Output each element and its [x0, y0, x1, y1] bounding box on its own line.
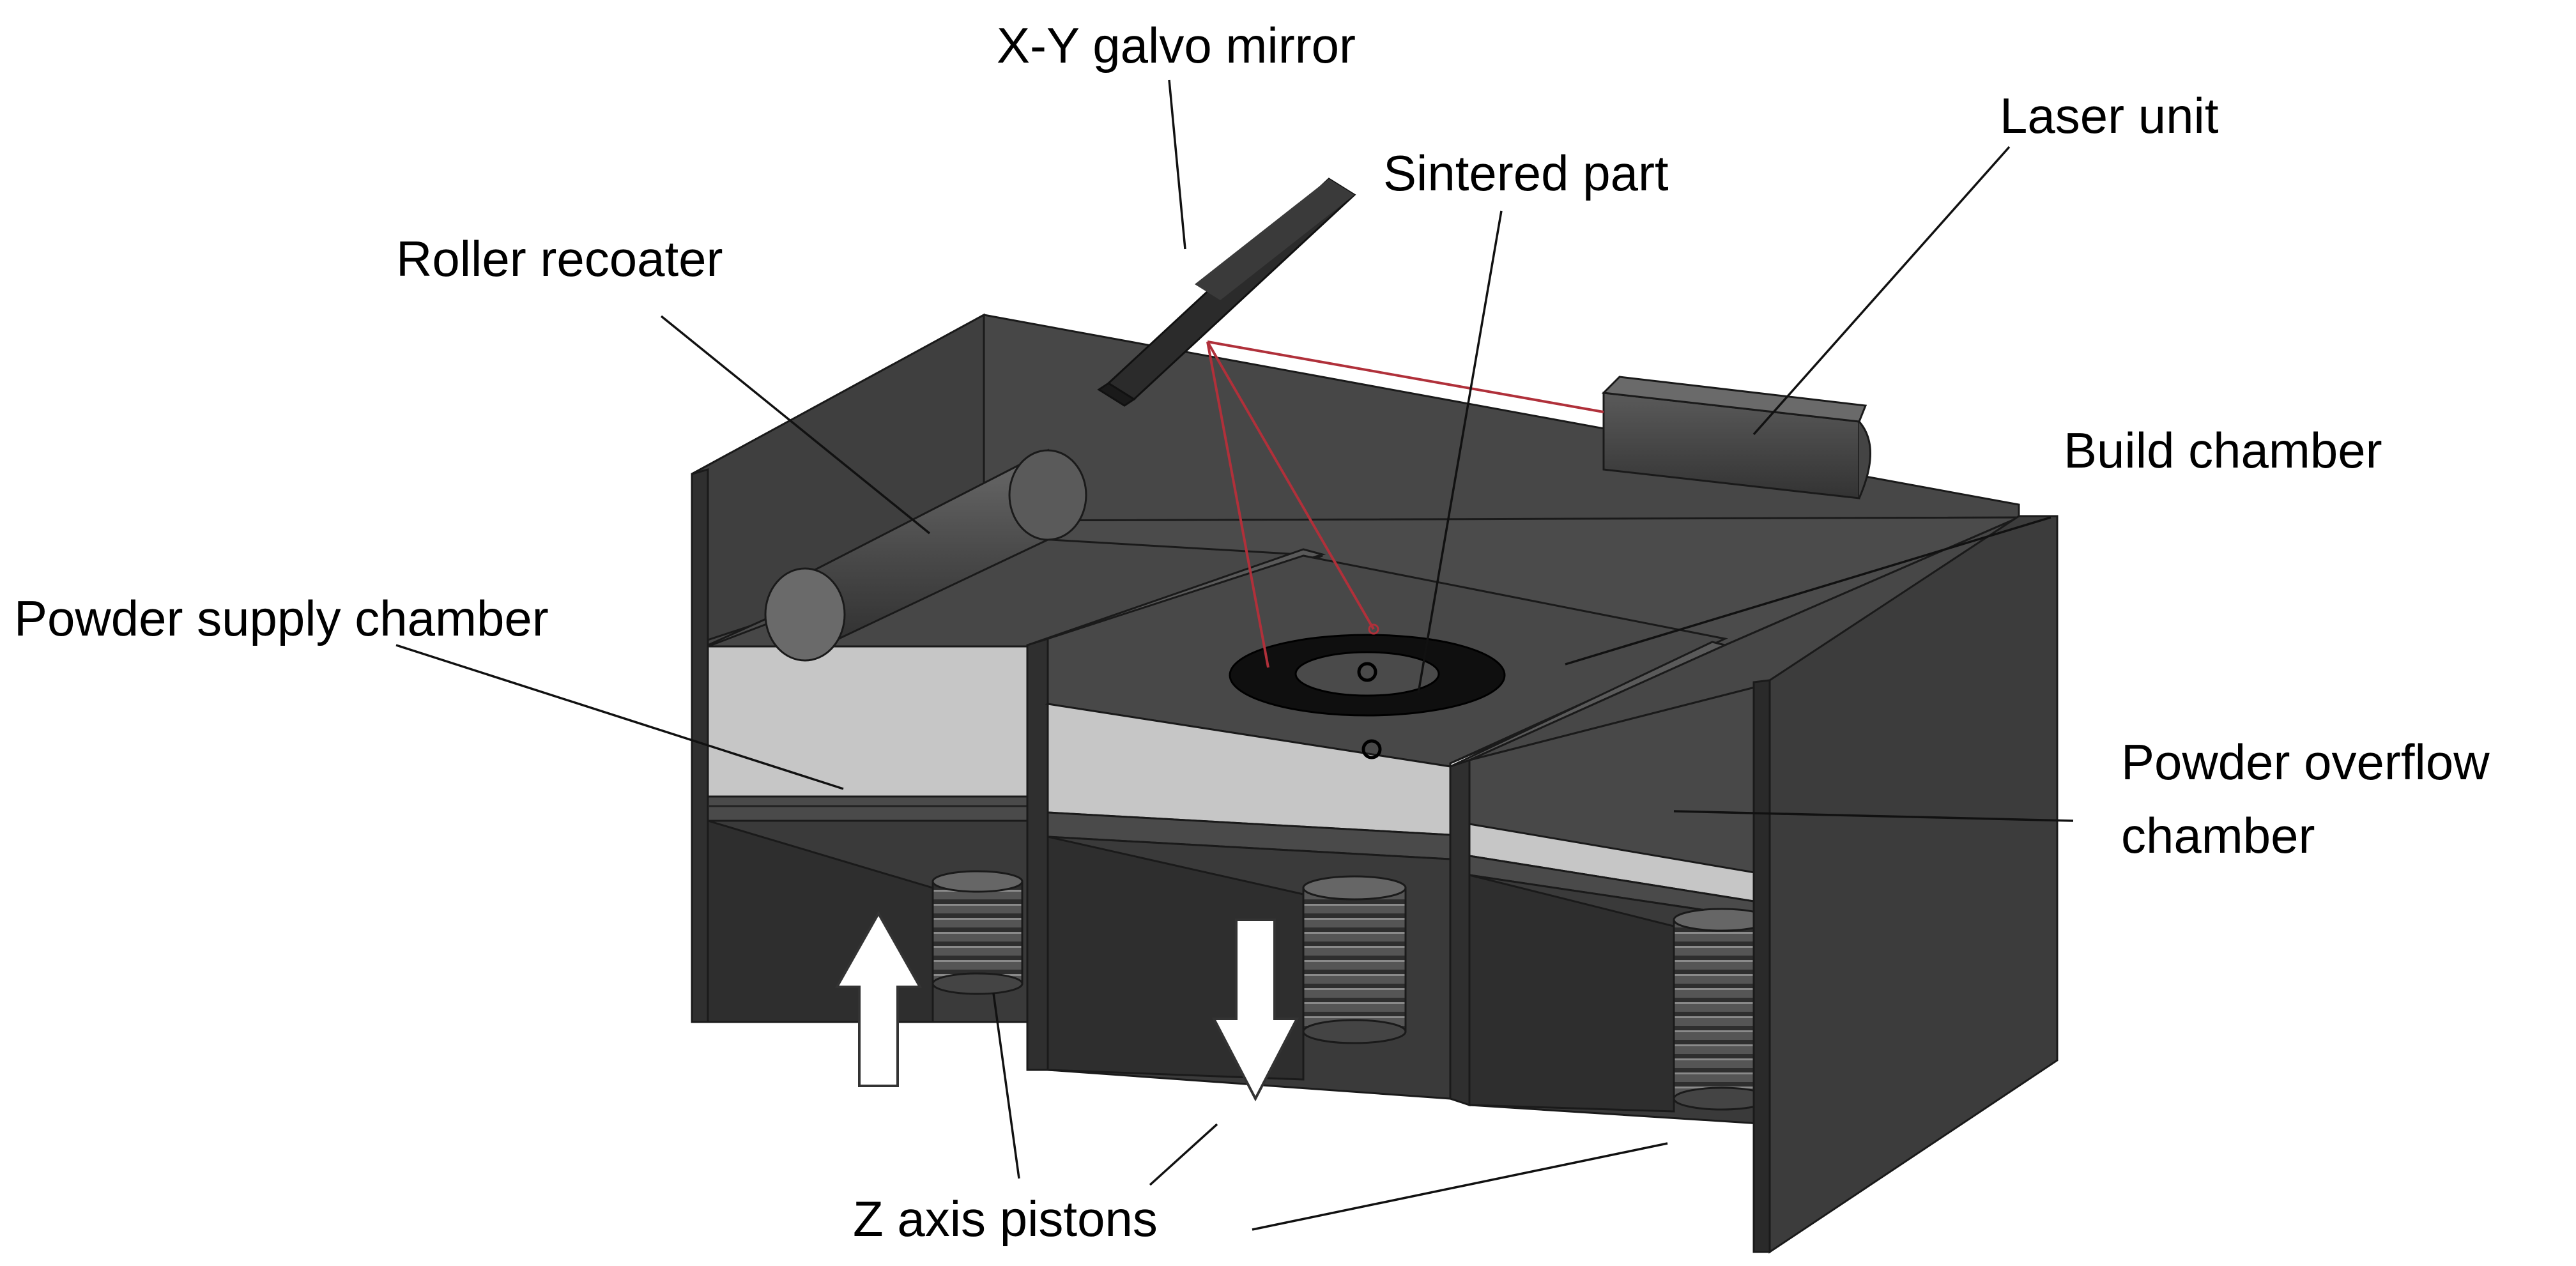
leader-laser-unit: [1752, 146, 2011, 436]
machine-body: [691, 313, 2058, 1254]
leader-galvo-mirror: [1168, 79, 1186, 250]
leader-sintered-part: [1417, 210, 1503, 694]
labels: X-Y galvo mirror Laser unit Sintered par…: [14, 17, 2490, 1247]
build-spring: [1302, 887, 1407, 1033]
sintered-part: [1229, 634, 1506, 759]
label-build-chamber: Build chamber: [2064, 422, 2382, 478]
powder-supply-chamber: [707, 535, 1323, 1023]
arrow-up-outline-icon: [834, 910, 923, 1087]
leader-roller-recoater: [660, 315, 931, 535]
overflow-lower-floor: [1468, 874, 1675, 1113]
build-chamber: [1045, 554, 1728, 1100]
label-powder-overflow-chamber-line2: chamber: [2121, 807, 2315, 864]
supply-spring: [931, 880, 1023, 985]
powder-overflow-chamber: [1468, 516, 2020, 1125]
right-end-panel: [1752, 679, 1771, 1253]
label-laser-unit: Laser unit: [2000, 88, 2219, 144]
leader-build-chamber: [1565, 516, 2051, 666]
label-z-axis-pistons: Z axis pistons: [853, 1191, 1158, 1247]
left-end-panel: [691, 468, 709, 1023]
supply-powder: [707, 645, 1029, 798]
label-roller-recoater: Roller recoater: [396, 231, 723, 287]
leader-z-axis-piston-1: [992, 993, 1020, 1179]
leader-powder-supply-chamber: [395, 644, 844, 790]
label-powder-supply-chamber: Powder supply chamber: [14, 590, 549, 646]
galvo-mirror: [1097, 178, 1356, 407]
laser-beam: [1206, 340, 1604, 668]
label-powder-overflow-chamber-line1: Powder overflow: [2121, 734, 2490, 790]
laser-unit: [1601, 376, 1871, 500]
leader-z-axis-piston-3: [1252, 1142, 1668, 1231]
divider-2: [1449, 758, 1471, 1107]
label-galvo-mirror: X-Y galvo mirror: [997, 17, 1356, 73]
leader-powder-overflow-chamber: [1673, 810, 2074, 822]
label-sintered-part: Sintered part: [1383, 145, 1669, 201]
supply-plate: [707, 795, 1029, 822]
leader-lines: [395, 79, 2074, 1231]
roller-recoater: [764, 448, 1087, 662]
divider-1: [1026, 637, 1049, 1071]
arrow-down-outline-icon: [1211, 919, 1300, 1102]
leader-z-axis-piston-2: [1149, 1123, 1218, 1186]
